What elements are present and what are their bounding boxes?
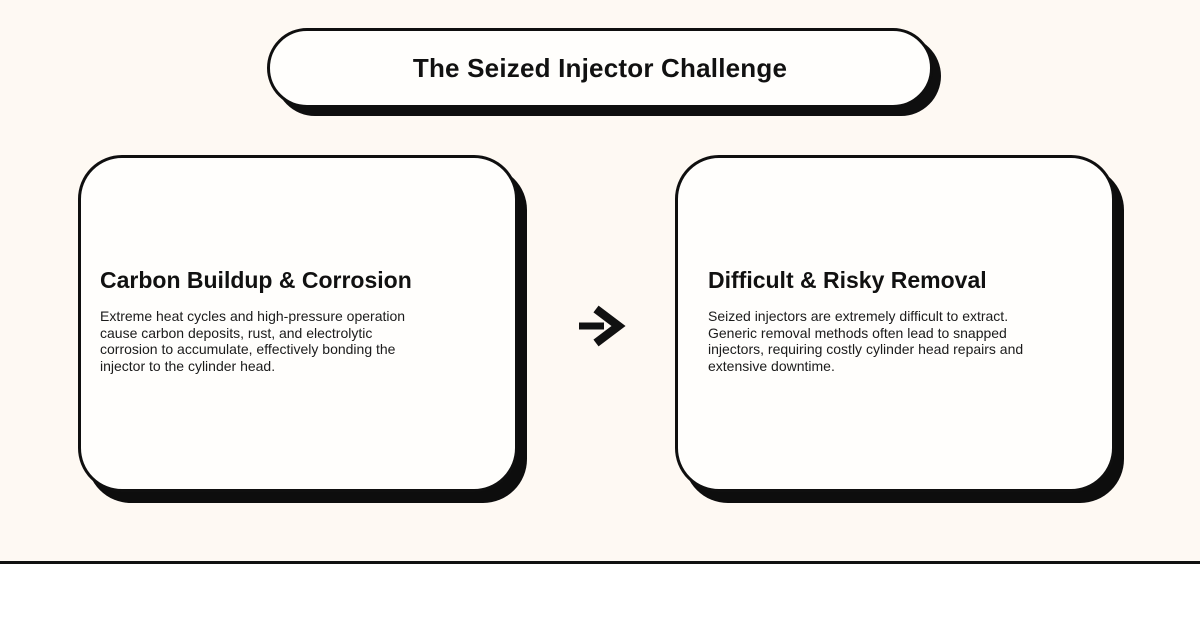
card-difficult-removal: Difficult & Risky Removal Seized injecto… (675, 155, 1115, 492)
card-body: Extreme heat cycles and high-pressure op… (100, 308, 406, 374)
page-title: The Seized Injector Challenge (412, 52, 788, 83)
divider-line (0, 561, 1200, 564)
card-title: Difficult & Risky Removal (708, 267, 987, 293)
footer-area (0, 564, 1200, 630)
card-body: Seized injectors are extremely difficult… (708, 308, 1024, 374)
right-arrow-icon (577, 304, 626, 348)
title-pill: The Seized Injector Challenge (267, 28, 933, 108)
card-carbon-buildup: Carbon Buildup & Corrosion Extreme heat … (78, 155, 518, 492)
card-title: Carbon Buildup & Corrosion (100, 267, 412, 293)
